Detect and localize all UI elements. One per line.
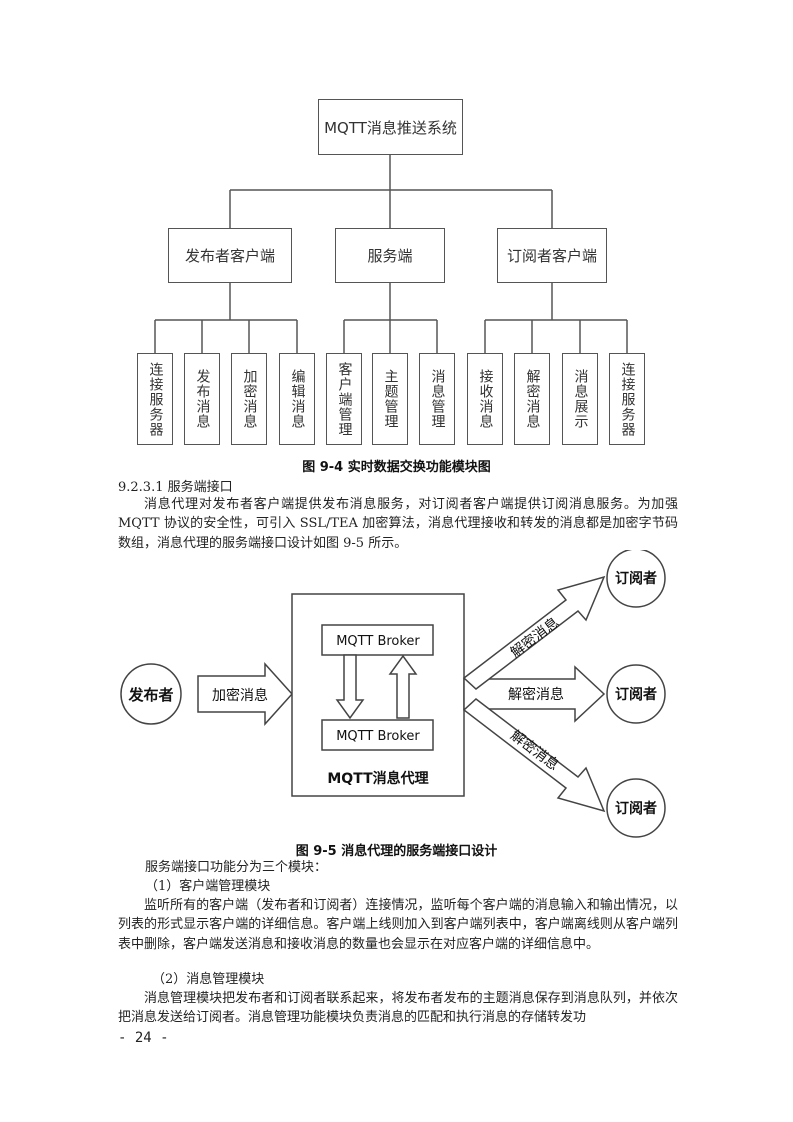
module-title: （1）客户端管理模块 — [145, 879, 271, 894]
page-number: - 24 - — [118, 1030, 169, 1046]
subscriber-label: 订阅者 — [615, 800, 657, 817]
module-title: （2）消息管理模块 — [152, 972, 265, 987]
broker-top-label: MQTT Broker — [336, 634, 420, 649]
group-node-publisher: 发布者客户端 — [168, 228, 292, 283]
broker-bottom-label: MQTT Broker — [336, 729, 420, 744]
leaf-node: 连接服务器 — [609, 353, 645, 445]
group-node-server: 服务端 — [335, 228, 445, 283]
leaf-node: 消息展示 — [562, 353, 598, 445]
paragraph: 监听所有的客户端（发布者和订阅者）连接情况，监听每个客户端的消息输入和输出情况，… — [118, 898, 678, 952]
decrypt-label-middle: 解密消息 — [508, 686, 564, 703]
paragraph: 消息管理模块把发布者和订阅者联系起来，将发布者发布的主题消息保存到消息队列，并依… — [118, 991, 678, 1026]
publisher-label: 发布者 — [127, 686, 173, 704]
leaf-node: 连接服务器 — [137, 353, 173, 445]
leaf-node: 加密消息 — [231, 353, 267, 445]
paragraph: 消息代理对发布者客户端提供发布消息服务，对订阅者客户端提供订阅消息服务。为加强 … — [118, 497, 678, 551]
leaf-node: 发布消息 — [184, 353, 220, 445]
encrypt-label: 加密消息 — [212, 687, 268, 704]
figure-caption: 图 9-4 实时数据交换功能模块图 — [302, 460, 491, 475]
section-heading: 9.2.3.1 服务端接口 — [118, 480, 233, 495]
intro-line: 服务端接口功能分为三个模块： — [145, 860, 328, 875]
leaf-node: 编辑消息 — [279, 353, 315, 445]
figure-caption: 图 9-5 消息代理的服务端接口设计 — [295, 844, 498, 859]
decrypt-label-upper: 解密消息 — [507, 614, 562, 661]
subscriber-label: 订阅者 — [615, 570, 657, 587]
tree-root-node: MQTT消息推送系统 — [318, 99, 463, 155]
proxy-label: MQTT消息代理 — [327, 770, 428, 787]
subscriber-label: 订阅者 — [615, 686, 657, 703]
leaf-node: 解密消息 — [514, 353, 550, 445]
broker-diagram: 发布者 加密消息 MQTT Broker MQTT Broker MQTT消息代… — [120, 550, 666, 838]
leaf-node: 接收消息 — [467, 353, 503, 445]
leaf-node: 客户端管理 — [326, 353, 362, 445]
group-node-subscriber: 订阅者客户端 — [497, 228, 607, 283]
leaf-node: 主题管理 — [372, 353, 408, 445]
leaf-node: 消息管理 — [419, 353, 455, 445]
tree-connectors — [154, 155, 628, 353]
decrypt-label-lower: 解密消息 — [507, 727, 562, 774]
